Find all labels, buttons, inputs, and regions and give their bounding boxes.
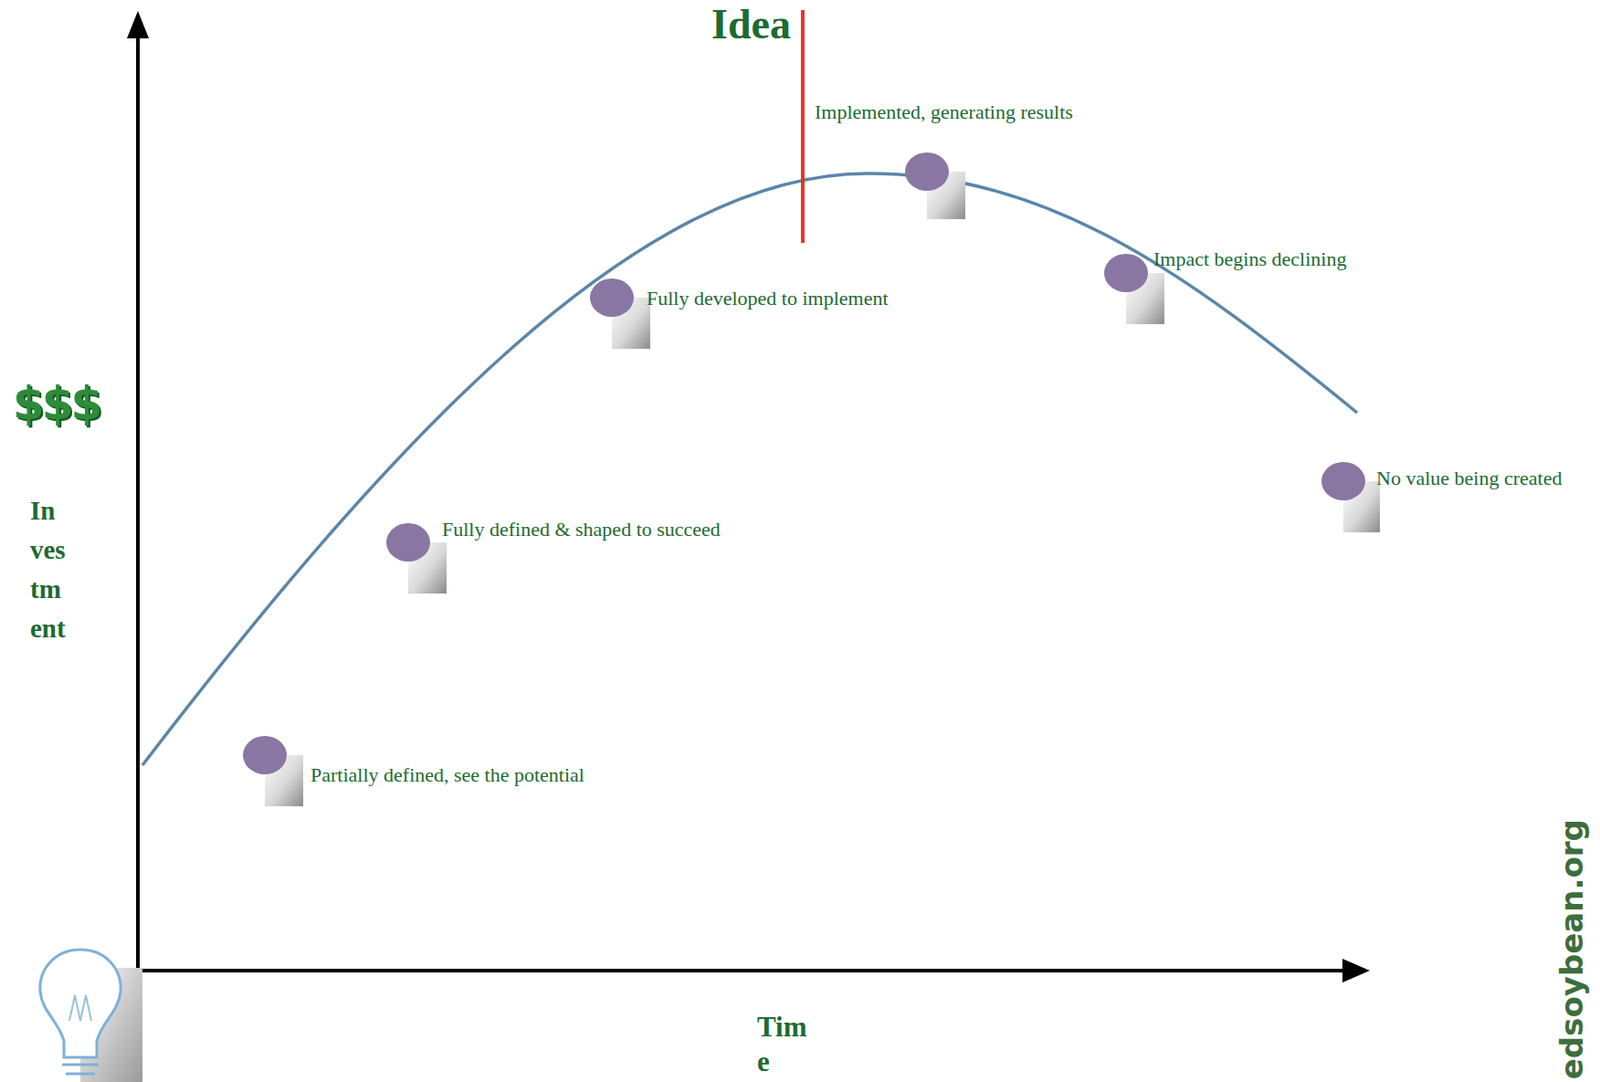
stage-label: Partially defined, see the potential	[310, 764, 585, 787]
x-axis-title: Time	[757, 1010, 818, 1080]
stage-label: Fully defined & shaped to succeed	[442, 518, 721, 541]
stage-label: No value being created	[1376, 467, 1562, 490]
y-axis-arrow	[126, 10, 149, 39]
money-icon: $$$	[12, 378, 100, 430]
idea-heading: Idea	[711, 1, 791, 49]
y-axis	[136, 36, 140, 973]
idea-marker-line	[800, 10, 805, 243]
stage-dots	[242, 152, 1380, 807]
lifecycle-curve	[142, 173, 1358, 766]
stage-label: Implemented, generating results	[814, 101, 1074, 124]
lightbulb-icon	[40, 949, 143, 1082]
stage-label: Fully developed to implement	[646, 287, 889, 310]
stage-label: Impact begins declining	[1153, 248, 1347, 271]
y-axis-title: Investment	[30, 491, 67, 649]
watermark: edsoybean.org	[1555, 819, 1590, 1080]
x-axis	[136, 968, 1348, 973]
x-axis-arrow	[1342, 958, 1370, 983]
